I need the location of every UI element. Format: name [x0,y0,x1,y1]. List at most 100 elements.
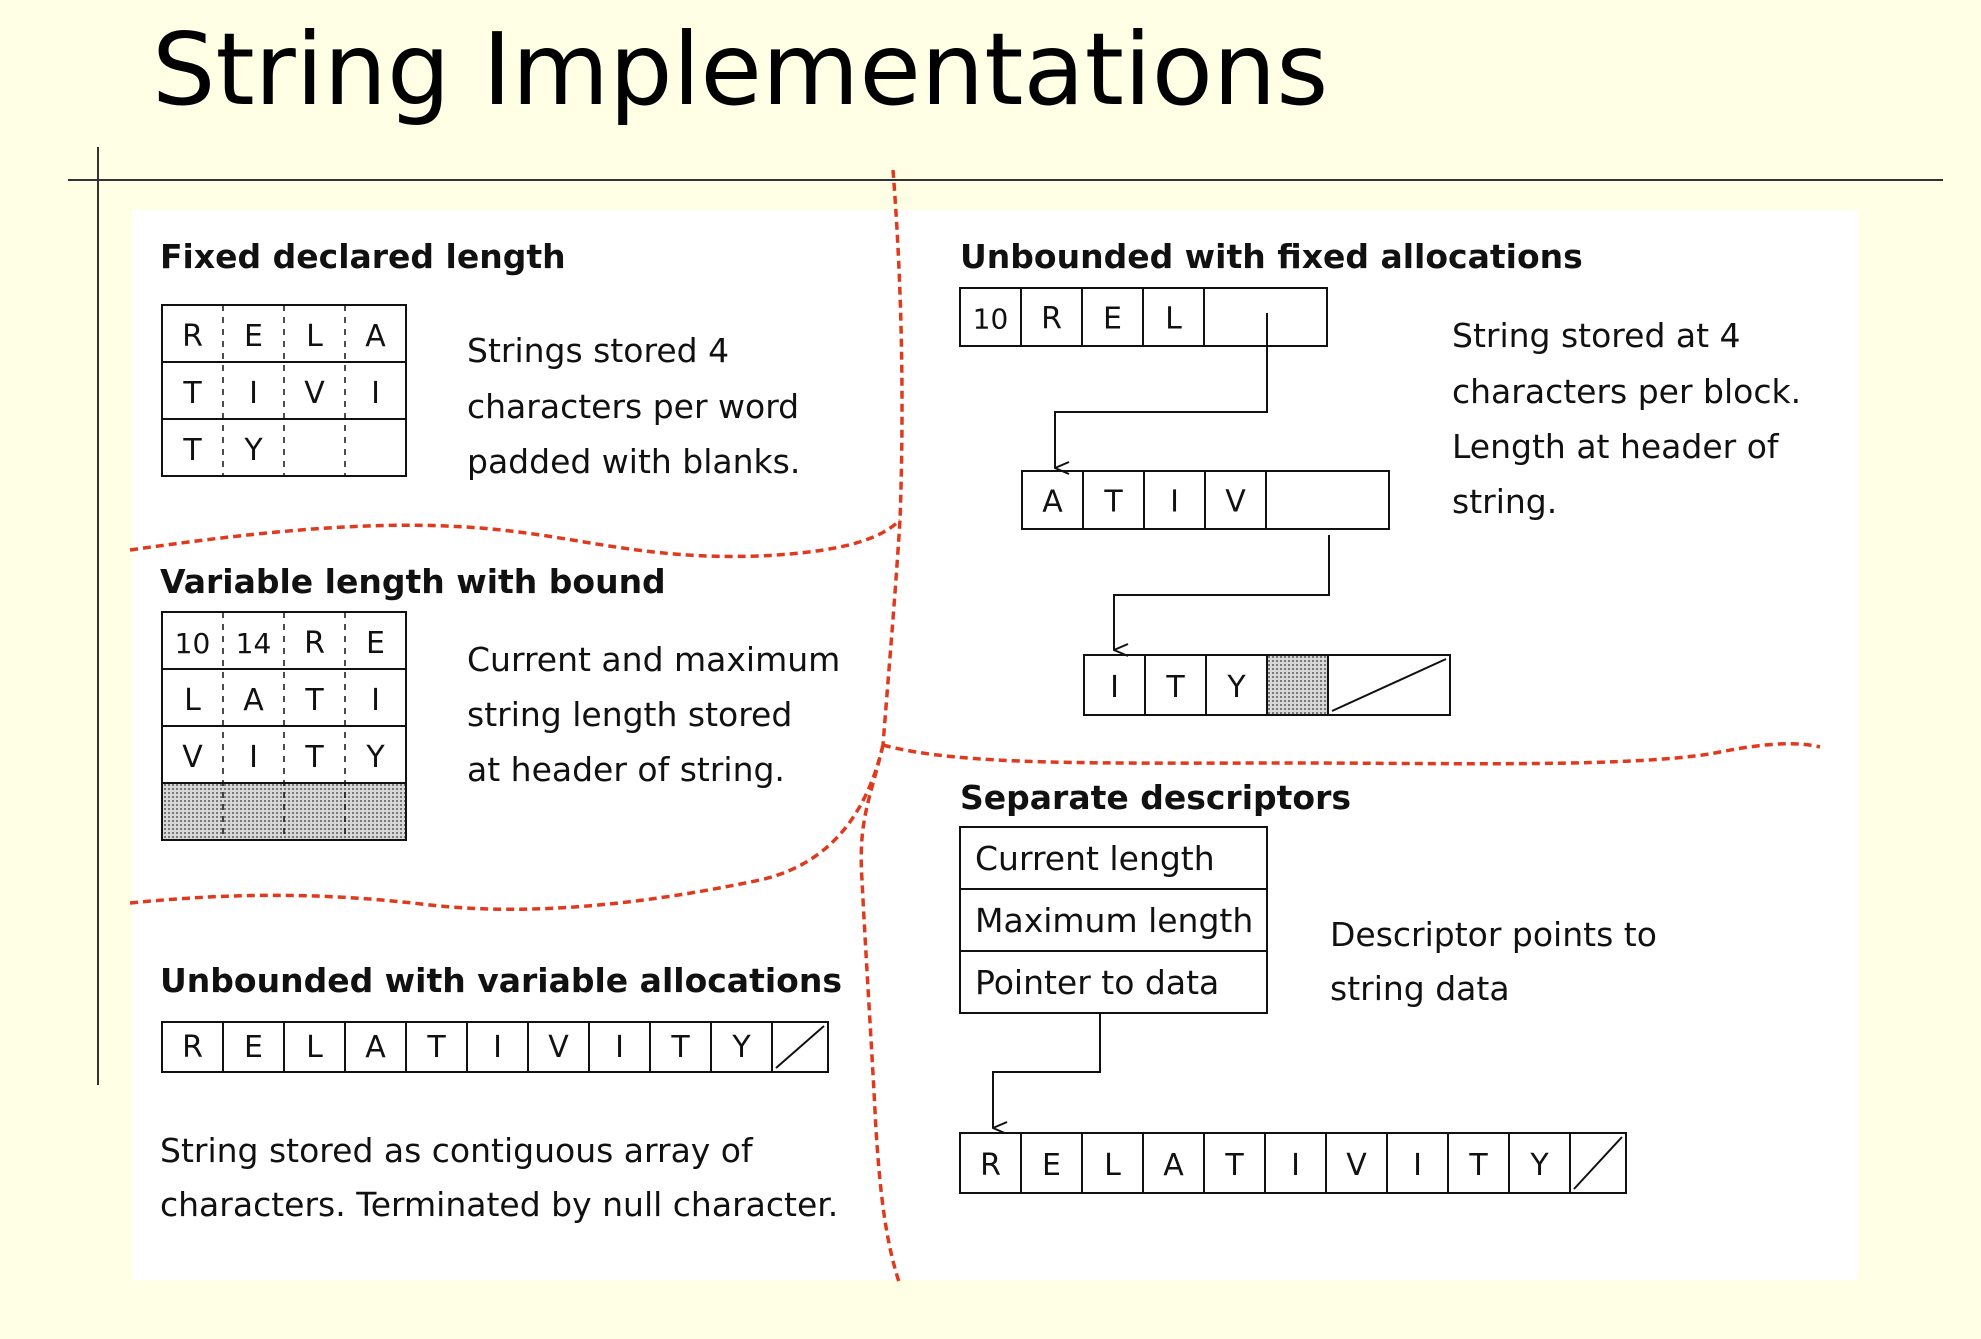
char-cell [1020,287,1083,347]
char-cell-label: A [1042,485,1063,520]
grid-cell: E [244,319,263,354]
unbounded-fixed-desc-2: characters per block. [1452,372,1801,411]
slide-title: String Implementations [152,11,1329,128]
null-slash [1331,658,1447,712]
char-cell [466,1021,529,1073]
char-cell [161,1021,224,1073]
char-cell [1264,1132,1327,1194]
char-cell [283,1021,346,1073]
char-cell [1021,470,1084,530]
unbounded-var-desc-1: String stored as contiguous array of [160,1131,754,1170]
char-cell-label: Y [731,1030,751,1065]
grid-cell: A [365,319,386,354]
fixed-desc-1: Strings stored 4 [467,331,729,370]
pointer-cell [1203,287,1328,347]
grid-cell: V [304,376,325,411]
pointer-cell [1265,470,1390,530]
char-cell [1081,1132,1144,1194]
grid-cell: I [249,376,258,411]
variable-desc-2: string length stored [467,695,792,734]
char-cell-label: R [980,1148,1001,1183]
char-cell [1142,1132,1205,1194]
variable-grid: 10 14 R E L A T I V I T Y [161,611,407,841]
grid-cell: Y [243,433,263,468]
grid-cell: L [184,683,201,718]
unbounded-fixed-desc-4: string. [1452,482,1557,521]
char-cell-label: T [1468,1148,1488,1183]
char-cell [1083,654,1146,716]
null-slash [775,1025,825,1069]
char-cell-label: A [365,1030,386,1065]
char-cell-label: Y [1226,670,1246,705]
char-cell-label: T [670,1030,690,1065]
grid-cell: I [371,376,380,411]
unbounded-var-heading: Unbounded with variable allocations [160,961,842,1000]
left-rule [97,147,99,1085]
grid-cell: 14 [236,627,272,660]
char-cell [1144,654,1207,716]
grid-cell: V [182,740,203,775]
char-cell [1020,1132,1083,1194]
descriptor-maximum-length: Maximum length [975,901,1253,940]
link-block2-block3 [1113,535,1330,650]
char-cell-label: T [426,1030,446,1065]
char-cell-label: V [1346,1148,1367,1183]
char-cell-label: V [1225,485,1246,520]
char-cell-label: E [1103,302,1122,337]
diagram-panel [132,210,1858,1280]
char-cell-label: R [182,1030,203,1065]
char-cell-label: E [244,1030,263,1065]
char-cell-label: I [1291,1148,1300,1183]
char-cell [649,1021,712,1073]
char-cell-label: T [1103,485,1123,520]
divider-left-1 [129,518,902,559]
char-cell [1082,470,1145,530]
char-cell-label: I [615,1030,624,1065]
variable-heading: Variable length with bound [160,562,666,601]
char-cell [1386,1132,1449,1194]
char-cell-label: I [1170,485,1179,520]
grid-cell: T [304,683,324,718]
char-cell-label: 10 [973,303,1009,336]
divider-left-2 [129,744,885,912]
grid-cell: I [371,683,380,718]
char-cell [588,1021,651,1073]
grid-cell: R [182,319,203,354]
char-cell-label: L [1104,1148,1121,1183]
descriptor-box: Current length Maximum length Pointer to… [959,826,1268,1014]
grid-cell: I [249,740,258,775]
descriptors-desc-2: string data [1330,969,1510,1008]
char-cell-label: E [1042,1148,1061,1183]
char-cell-label: I [1413,1148,1422,1183]
char-cell-label: I [493,1030,502,1065]
char-cell [959,287,1022,347]
unbounded-fixed-desc-3: Length at header of [1452,427,1780,466]
variable-desc-3: at header of string. [467,750,785,789]
char-cell-label: A [1163,1148,1184,1183]
grid-cell: Y [365,740,385,775]
divider-vertical-upper [881,169,904,746]
grid-cell: 10 [175,627,211,660]
char-cell-label: R [1041,302,1062,337]
unbounded-var-desc-2: characters. Terminated by null character… [160,1185,838,1224]
block-links [1054,313,1330,650]
descriptors-desc-1: Descriptor points to [1330,915,1657,954]
char-cell-label: V [548,1030,569,1065]
char-cell [344,1021,407,1073]
char-cell-label: L [306,1030,323,1065]
grid-cell: R [304,626,325,661]
char-cell [222,1021,285,1073]
unused-cell [1266,654,1329,716]
grid-cell: T [304,740,324,775]
char-cell [1143,470,1206,530]
grid-cell: A [243,683,264,718]
grid-cell: E [366,626,385,661]
char-cell [1203,1132,1266,1194]
char-cell-label: L [1165,302,1182,337]
descriptors-heading: Separate descriptors [960,778,1351,817]
fixed-desc-2: characters per word [467,387,799,426]
